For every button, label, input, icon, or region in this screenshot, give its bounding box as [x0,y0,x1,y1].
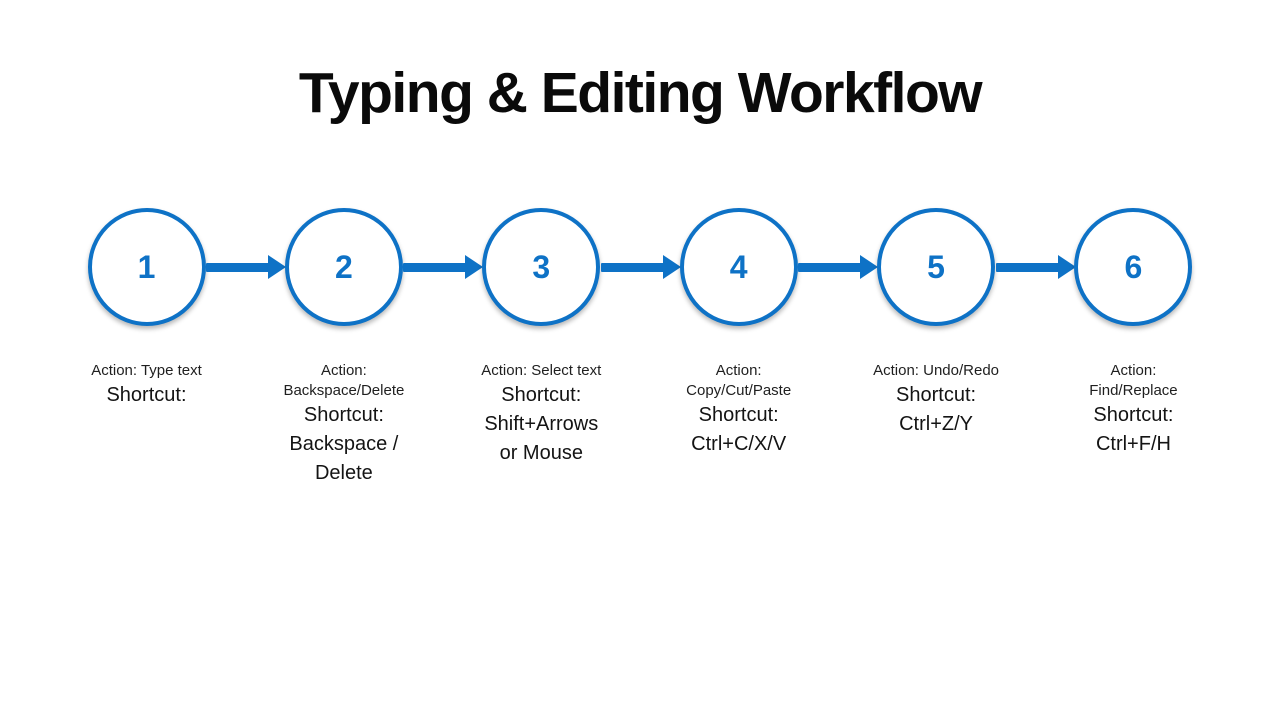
step-shortcut: Shortcut: Ctrl+C/X/V [691,404,787,455]
step-caption: Action: Type text Shortcut: [52,361,242,410]
step-number: 6 [1124,248,1143,285]
slide-title: Typing & Editing Workflow [298,61,983,125]
step-number: 1 [137,248,156,285]
step-circle: 4 [679,208,798,326]
step-circle: 5 [877,208,996,326]
workflow-step-5: 5 Action: Undo/Redo Shortcut: Ctrl+Z/Y [838,208,1076,488]
step-action: Action: Find/Replace [1089,362,1178,399]
step-caption: Action: Undo/Redo Shortcut: Ctrl+Z/Y [841,361,1031,439]
step-caption: Action: Copy/Cut/Paste Shortcut: Ctrl+C/… [644,361,834,459]
workflow-step-6: 6 Action: Find/Replace Shortcut: Ctrl+F/… [1035,208,1232,488]
workflow-diagram: 1 Action: Type text Shortcut: 2 Action: … [48,208,1232,488]
step-number: 3 [532,248,551,285]
step-shortcut: Shortcut: Backspace / Delete [289,404,399,484]
workflow-step-3: 3 Action: Select text Shortcut: Shift+Ar… [443,208,681,488]
step-action: Action: Type text [91,362,202,379]
step-circle: 6 [1074,208,1193,326]
step-circle: 1 [87,208,206,326]
workflow-step-4: 4 Action: Copy/Cut/Paste Shortcut: Ctrl+… [640,208,879,488]
step-number: 2 [334,248,353,285]
step-caption: Action: Find/Replace Shortcut: Ctrl+F/H [1038,361,1228,459]
step-shortcut: Shortcut: Shift+Arrows or Mouse [484,384,599,464]
step-number: 4 [729,248,748,285]
step-circle: 3 [482,208,601,326]
step-caption: Action: Backspace/Delete Shortcut: Backs… [249,361,439,488]
workflow-step-1: 1 Action: Type text Shortcut: [48,208,286,488]
step-action: Action: Copy/Cut/Paste [686,362,792,399]
step-action: Action: Backspace/Delete [283,362,405,399]
step-number: 5 [927,248,945,285]
step-action: Action: Undo/Redo [873,362,1000,379]
step-shortcut: Shortcut: [106,384,187,406]
step-caption: Action: Select text Shortcut: Shift+Arro… [446,361,636,468]
step-action: Action: Select text [481,362,602,379]
workflow-step-2: 2 Action: Backspace/Delete Shortcut: Bac… [245,208,484,488]
step-shortcut: Shortcut: Ctrl+Z/Y [896,384,977,435]
step-shortcut: Shortcut: Ctrl+F/H [1093,404,1174,455]
step-circle: 2 [284,208,403,326]
